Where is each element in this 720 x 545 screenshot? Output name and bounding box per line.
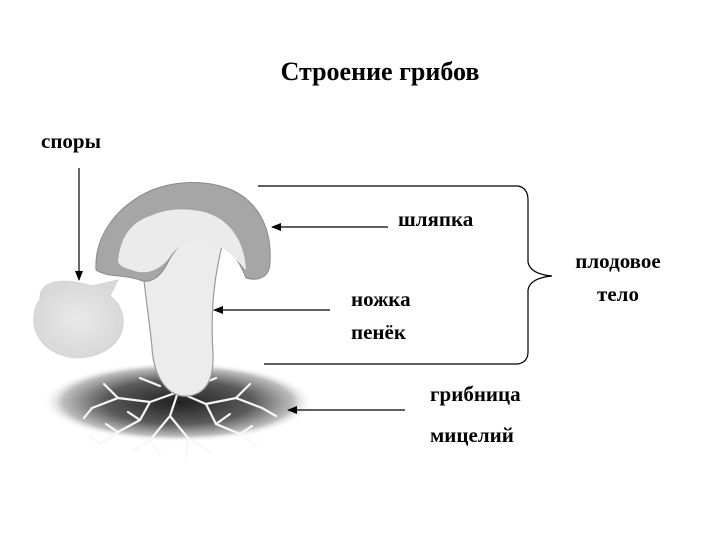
label-stem: ножка xyxy=(351,287,411,311)
label-spores: споры xyxy=(41,129,101,153)
cap-underside xyxy=(118,209,246,273)
label-fruit-body-2: тело xyxy=(597,282,639,306)
label-mycelium-alt: мицелий xyxy=(430,423,514,447)
fruit-body-bracket xyxy=(258,185,553,365)
ground-shadow xyxy=(43,362,313,442)
mycelium-network xyxy=(82,376,278,460)
label-cap: шляпка xyxy=(398,207,474,231)
label-fruit-body-1: плодовое xyxy=(575,249,661,273)
spore-cloud xyxy=(33,279,124,359)
label-mycelium: грибница xyxy=(430,382,521,406)
page-title: Строение грибов xyxy=(280,57,480,86)
label-stem-alt: пенёк xyxy=(351,320,406,344)
